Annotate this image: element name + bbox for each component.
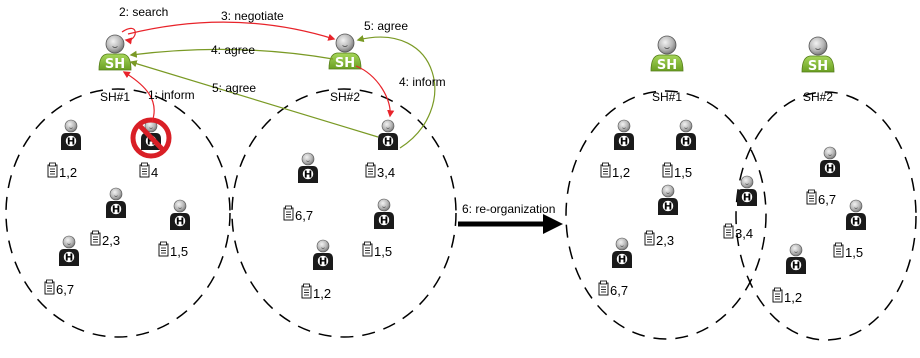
document-icon [772,287,783,303]
holder-set-label: 6,7 [610,283,628,298]
group-ellipse-sh1 [5,88,231,338]
document-icon [365,162,376,178]
holder-person-icon [657,184,679,216]
holder-person-icon [373,198,395,230]
holder-set-label: 3,4 [735,226,753,241]
sh-person-icon [650,35,684,74]
holder-person-icon [60,119,82,151]
sh1-label: SH#1 [100,90,130,104]
reorganization-label: 6: re-organization [462,202,555,216]
search-arrow-label: 2: search [119,5,168,19]
holder-set-label: 1,2 [612,165,630,180]
document-icon [301,283,312,299]
inform-arrow-label: 1: inform [148,88,195,102]
document-icon [598,280,609,296]
holder-set-label: 1,5 [170,244,188,259]
holder-set-label: 1,2 [313,286,331,301]
document-icon [362,241,373,257]
agree-arrow [129,48,334,60]
holder-set-label: 6,7 [56,282,74,297]
holder-set-label: 6,7 [818,192,836,207]
holder-set-label: 4 [151,165,158,180]
holder-person-icon [845,199,867,231]
holder-person-icon [675,119,697,151]
holder-person-icon [312,239,334,271]
inform-arrow [355,65,395,118]
sh-person-icon [801,36,835,75]
document-icon [47,162,58,178]
document-icon [158,241,169,257]
prohibited-icon [130,117,172,159]
inform-arrow-label: 4: inform [399,75,446,89]
holder-person-icon [105,187,127,219]
holder-person-icon [297,152,319,184]
holder-person-icon [819,146,841,178]
group-ellipse-sh2 [231,88,457,338]
document-icon [283,205,294,221]
negotiate-arrow [127,21,336,41]
holder-set-label: 2,3 [656,233,674,248]
document-icon [662,162,673,178]
holder-person-icon [377,119,399,151]
group-ellipse-sh1 [565,90,767,340]
inform-arrow [122,71,155,123]
holder-set-label: 1,2 [59,165,77,180]
agree-arrow-label: 4: agree [211,43,255,57]
holder-set-label: 1,5 [374,244,392,259]
holder-person-icon [736,175,758,207]
document-icon [644,230,655,246]
holder-set-label: 3,4 [377,165,395,180]
holder-person-icon [169,199,191,231]
holder-set-label: 1,5 [845,245,863,260]
holder-person-icon [611,237,633,269]
document-icon [44,279,55,295]
agree-arrow-label: 5: agree [212,81,256,95]
holder-set-label: 1,2 [784,290,802,305]
holder-person-icon [785,243,807,275]
holder-person-icon [613,119,635,151]
negotiate-arrow-label: 3: negotiate [221,9,284,23]
sh2-label: SH#2 [803,90,833,104]
holder-person-icon [58,235,80,267]
agree-arrow [129,60,379,138]
document-icon [723,223,734,239]
document-icon [600,162,611,178]
holder-set-label: 6,7 [295,208,313,223]
agree-arrow-label: 5: agree [364,19,408,33]
document-icon [833,242,844,258]
group-ellipse-sh2 [735,91,917,341]
sh1-label: SH#1 [652,90,682,104]
document-icon [139,162,150,178]
document-icon [90,230,101,246]
agree-arrow [356,35,436,149]
sh2-label: SH#2 [330,90,360,104]
holder-set-label: 2,3 [102,233,120,248]
document-icon [806,189,817,205]
holder-set-label: 1,5 [674,165,692,180]
